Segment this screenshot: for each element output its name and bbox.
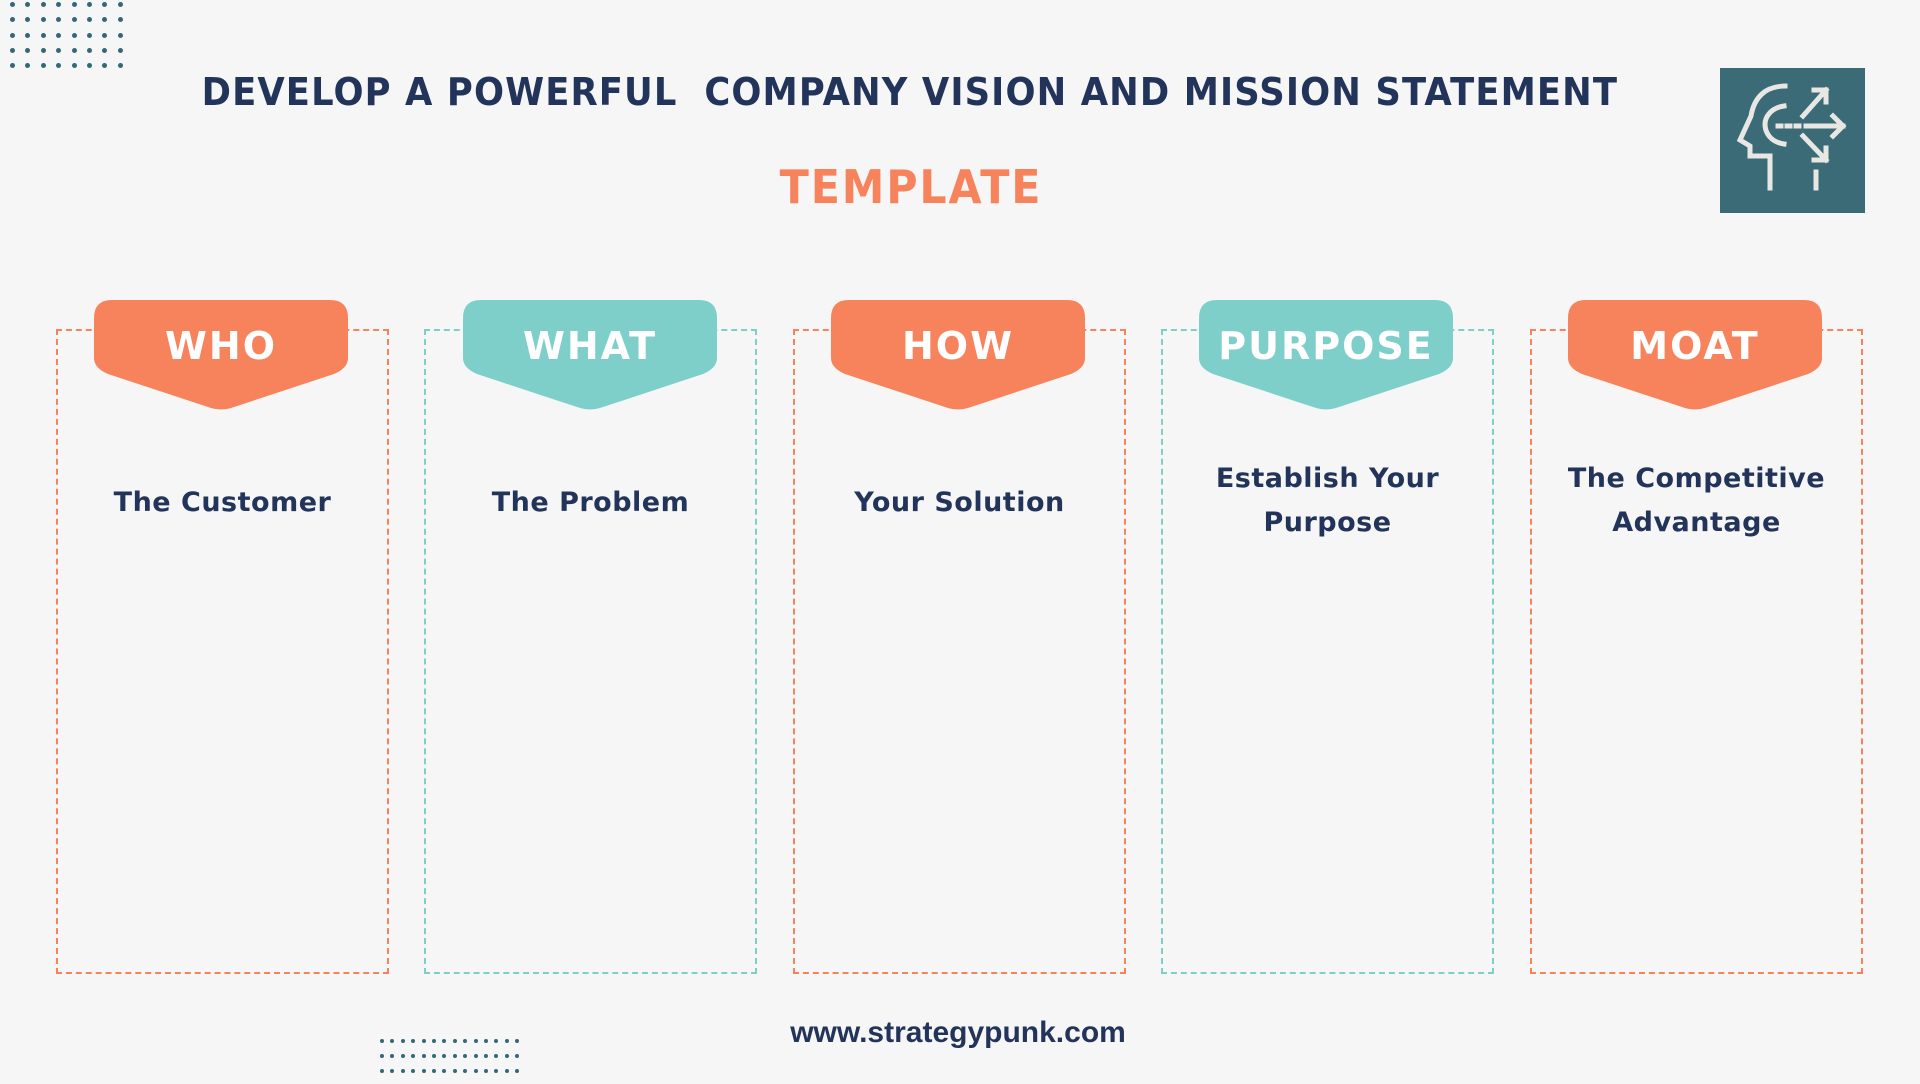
page-title: DEVELOP A POWERFUL COMPANY VISION AND MI… [201, 70, 1619, 114]
badge-label: WHAT [522, 324, 658, 368]
badge-label: HOW [901, 324, 1015, 368]
column-purpose-box [1161, 329, 1494, 974]
badge-who: WHO [94, 300, 348, 411]
column-what-text: The Problem [491, 487, 690, 518]
badge-label: MOAT [1630, 324, 1760, 368]
column-who-box [56, 329, 389, 974]
footer: www.strategypunk.com [0, 1016, 1920, 1050]
column-moat-text-line-2: Advantage [1612, 507, 1781, 538]
decorative-dot-grid-top-left [10, 2, 133, 78]
column-how-box [793, 329, 1126, 974]
badge-purpose: PURPOSE [1199, 300, 1453, 411]
column-how-text: Your Solution [854, 487, 1065, 518]
decorative-dot-grid-bottom [380, 1039, 525, 1084]
column-purpose-text-line-2: Purpose [1263, 507, 1392, 538]
badge-label: WHO [164, 324, 278, 368]
badge-shape [831, 300, 1085, 410]
column-what-box [424, 329, 757, 974]
column-who-text: The Customer [113, 487, 332, 518]
badge-what: WHAT [463, 300, 717, 411]
badge-shape [463, 300, 717, 410]
badge-shape [94, 300, 348, 410]
column-moat-text-line-1: The Competitive [1567, 463, 1826, 494]
website-link[interactable]: www.strategypunk.com [790, 1016, 1126, 1049]
badge-label: PURPOSE [1218, 324, 1434, 368]
column-purpose-text: Establish Your Purpose [1161, 457, 1494, 545]
column-moat-box [1530, 329, 1863, 974]
head-with-arrows-icon [1736, 83, 1847, 191]
logo-tile [1720, 68, 1865, 213]
badge-how: HOW [831, 300, 1085, 411]
badge-shape [1199, 300, 1453, 410]
column-purpose-text-line-1: Establish Your [1215, 463, 1440, 494]
badge-shape [1568, 300, 1822, 410]
badge-moat: MOAT [1568, 300, 1822, 411]
page-subtitle: TEMPLATE [779, 160, 1043, 214]
column-moat-text: The Competitive Advantage [1530, 457, 1863, 545]
